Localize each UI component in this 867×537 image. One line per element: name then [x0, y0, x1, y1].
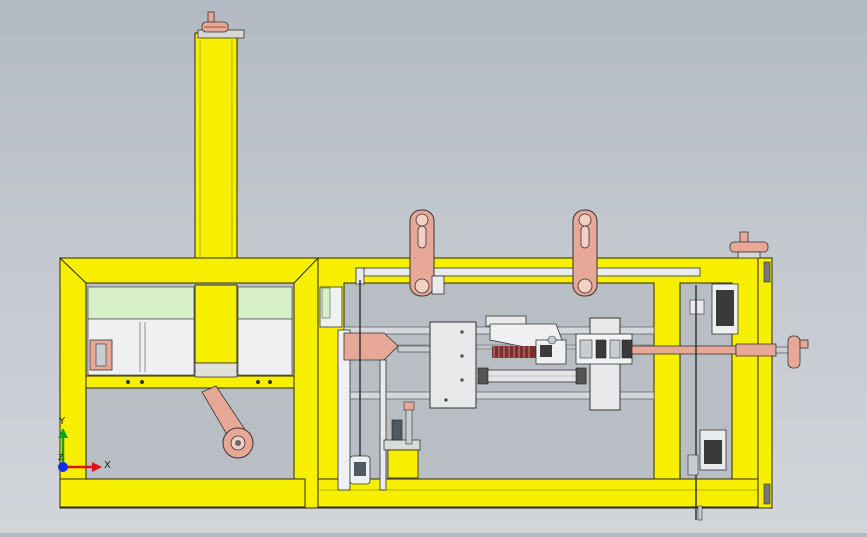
right-column-parts	[687, 283, 739, 520]
center-carriage	[429, 321, 477, 409]
triad-y-label: Y	[58, 416, 66, 427]
compression-spring	[492, 346, 536, 358]
triad-z-label: Z	[58, 453, 64, 462]
bracket-left	[409, 209, 445, 297]
lower-sensor-cluster	[349, 359, 421, 491]
pneumatic-cylinder	[477, 367, 587, 385]
triad-x-label: X	[104, 460, 111, 471]
bracket-right	[572, 209, 598, 297]
frame-feet	[697, 505, 703, 521]
swing-arm	[201, 385, 254, 459]
left-housing	[85, 286, 295, 389]
left-slider	[319, 280, 435, 491]
drive-shaft	[631, 343, 791, 357]
right-carriage	[575, 317, 633, 411]
post-inner	[194, 284, 238, 378]
triad-x-arrow	[92, 462, 102, 472]
right-handwheel	[729, 231, 769, 259]
lever-spring-assembly	[485, 315, 567, 365]
coordinate-triad: X Y Z	[58, 416, 111, 472]
vertical-post	[194, 29, 245, 262]
side-handwheel	[787, 335, 809, 369]
top-handwheel	[201, 11, 229, 33]
triad-z-axis	[58, 462, 68, 472]
triad-y-arrow	[58, 428, 68, 438]
